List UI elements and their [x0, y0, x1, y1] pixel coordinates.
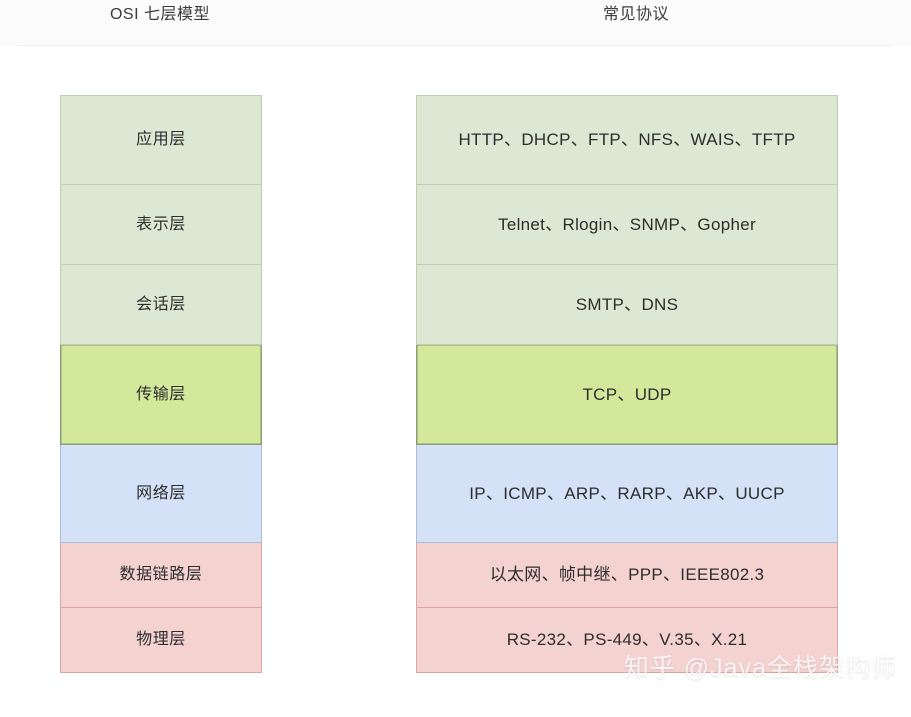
- protocol-label: 以太网、帧中继、PPP、IEEE802.3: [489, 565, 765, 584]
- protocol-label: HTTP、DHCP、FTP、NFS、WAIS、TFTP: [458, 130, 796, 149]
- osi-layer-row-表示层: 表示层: [60, 185, 262, 265]
- osi-layer-row-传输层: 传输层: [60, 345, 262, 445]
- osi-layers-stack: 应用层表示层会话层传输层网络层数据链路层物理层: [60, 95, 262, 673]
- protocols-stack: HTTP、DHCP、FTP、NFS、WAIS、TFTP Telnet、Rlogin…: [416, 95, 838, 673]
- protocol-label: IP、ICMP、ARP、RARP、AKP、UUCP: [469, 483, 785, 503]
- page-top-divider: [18, 45, 893, 46]
- protocol-row-物理层: RS-232、PS-449、V.35、X.21: [416, 608, 838, 673]
- protocol-row-数据链路层: 以太网、帧中继、PPP、IEEE802.3: [416, 543, 838, 608]
- protocol-label: TCP、UDP: [582, 384, 672, 404]
- osi-layer-label: 表示层: [136, 215, 186, 233]
- page-top-band: [0, 0, 911, 45]
- osi-layer-label: 数据链路层: [119, 566, 203, 583]
- protocol-row-传输层: TCP、UDP: [416, 345, 838, 445]
- protocol-row-表示层: Telnet、Rlogin、SNMP、Gopher: [416, 185, 838, 265]
- protocols-column-heading: 常见协议: [602, 6, 669, 23]
- osi-model-column-heading: OSI 七层模型: [109, 6, 210, 23]
- osi-layer-label: 应用层: [136, 131, 186, 148]
- osi-layer-row-数据链路层: 数据链路层: [60, 543, 262, 608]
- protocol-row-会话层: SMTP、DNS: [416, 265, 838, 345]
- osi-layer-row-应用层: 应用层: [60, 95, 262, 185]
- osi-layer-label: 传输层: [136, 385, 186, 403]
- osi-layer-row-会话层: 会话层: [60, 265, 262, 345]
- protocol-label: RS-232、PS-449、V.35、X.21: [506, 630, 748, 649]
- osi-layer-row-物理层: 物理层: [60, 608, 262, 673]
- protocol-row-网络层: IP、ICMP、ARP、RARP、AKP、UUCP: [416, 445, 838, 543]
- osi-layer-label: 物理层: [136, 631, 186, 648]
- protocol-label: SMTP、DNS: [575, 294, 679, 314]
- osi-layer-label: 网络层: [136, 484, 186, 502]
- osi-layer-label: 会话层: [136, 295, 186, 313]
- protocol-label: Telnet、Rlogin、SNMP、Gopher: [498, 214, 756, 234]
- protocol-row-应用层: HTTP、DHCP、FTP、NFS、WAIS、TFTP: [416, 95, 838, 185]
- osi-layer-row-网络层: 网络层: [60, 445, 262, 543]
